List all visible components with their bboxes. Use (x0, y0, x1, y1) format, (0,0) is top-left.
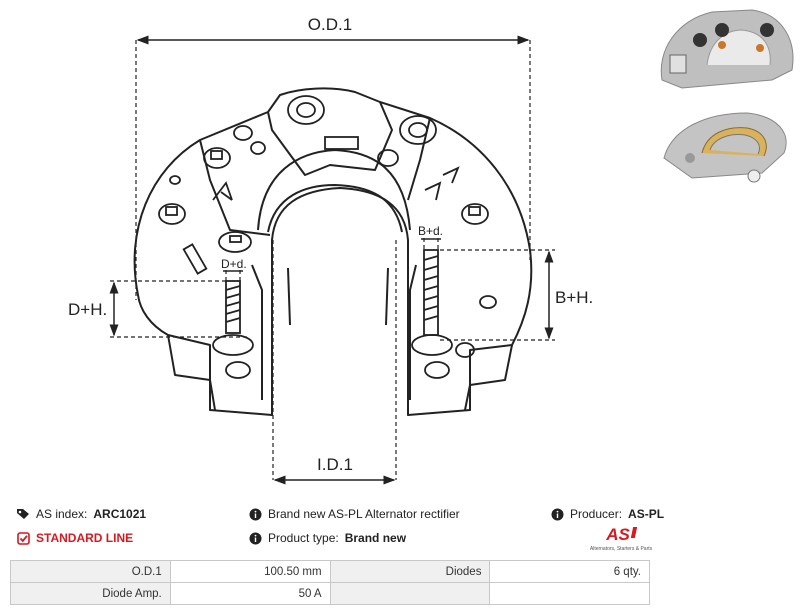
producer-value: AS-PL (628, 507, 665, 521)
bh-label: B+H. (555, 288, 593, 307)
product-type-value: Brand new (344, 531, 407, 545)
dd-label: D+d. (221, 257, 247, 271)
description-row: Brand new AS-PL Alternator rectifier (248, 507, 460, 521)
rectifier-outline (133, 87, 533, 416)
as-index-value: ARC1021 (93, 507, 147, 521)
spec-value: 100.50 mm (169, 560, 331, 583)
as-index-label: AS index: (36, 507, 88, 521)
inner-channel (257, 149, 411, 231)
spec-label (329, 582, 491, 605)
product-type-label: Product type: (268, 531, 339, 545)
product-type-row: Product type: Brand new (248, 531, 406, 545)
standard-line-label: STANDARD LINE (36, 531, 134, 545)
spec-value: 50 A (169, 582, 331, 605)
producer-label: Producer: (570, 507, 623, 521)
svg-text:AS: AS (605, 525, 630, 544)
spec-value: 6 qty. (489, 560, 650, 583)
dh-label: D+H. (68, 300, 107, 319)
as-pl-logo: AS Alternators, Starters & Parts (588, 523, 658, 553)
standard-line-row: STANDARD LINE (16, 531, 133, 545)
info-icon (550, 507, 564, 521)
specs-table: O.D.1 100.50 mm Diodes 6 qty. Diode Amp.… (10, 560, 650, 605)
producer-row: Producer: AS-PL (550, 507, 664, 521)
od-label: O.D.1 (308, 15, 352, 34)
id-label: I.D.1 (317, 455, 353, 474)
product-photo-top[interactable] (652, 0, 800, 98)
table-row: O.D.1 100.50 mm Diodes 6 qty. (10, 560, 650, 583)
rectifier-technical-drawing: O.D.1 I.D.1 D+H. B+H. D+d. B+d. (68, 15, 593, 485)
check-square-icon (16, 531, 30, 545)
product-photo-bottom[interactable] (652, 98, 800, 190)
info-icon (248, 531, 262, 545)
svg-text:Alternators, Starters & Parts: Alternators, Starters & Parts (590, 546, 653, 552)
product-description: Brand new AS-PL Alternator rectifier (268, 507, 460, 521)
spec-label: Diodes (329, 560, 491, 583)
table-row: Diode Amp. 50 A (10, 582, 650, 605)
spec-label: Diode Amp. (10, 582, 171, 605)
as-index-row: AS index: ARC1021 (16, 507, 146, 521)
info-icon (248, 507, 262, 521)
spec-label: O.D.1 (10, 560, 171, 583)
bd-label: B+d. (418, 224, 443, 238)
spec-value (489, 582, 650, 605)
tag-icon (16, 507, 30, 521)
